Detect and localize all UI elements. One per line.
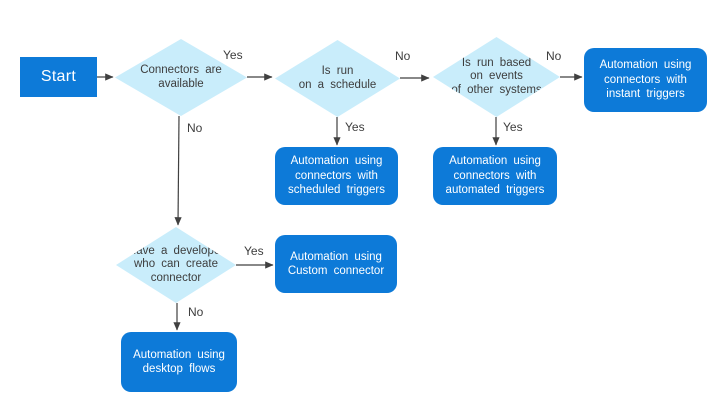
decision-label-line: on events <box>470 70 523 83</box>
result-label-line: Automation using <box>449 155 541 168</box>
edge-label-developer-yes: Yes <box>244 244 264 258</box>
decision-label-line: Have a developer <box>127 244 225 257</box>
decision-label-line: Is run <box>321 65 354 77</box>
edge-label-events-yes: Yes <box>503 120 523 134</box>
result-desktop-flows: Automation using desktop flows <box>121 332 237 392</box>
result-label-line: scheduled triggers <box>288 184 385 197</box>
decision-have-developer: Have a developer who can create connecto… <box>116 227 236 303</box>
decision-run-on-events: Is run based on events of other systems <box>433 37 560 117</box>
result-label-line: automated triggers <box>445 184 545 197</box>
result-label-line: Automation using <box>290 155 383 168</box>
edge-label-schedule-yes: Yes <box>345 120 365 134</box>
result-label-line: connectors with <box>604 73 687 86</box>
result-instant-triggers: Automation using connectors with instant… <box>584 48 707 112</box>
edge-label-developer-no: No <box>188 305 204 319</box>
decision-label-line: connector <box>150 271 202 284</box>
result-scheduled-triggers: Automation using connectors with schedul… <box>275 147 398 205</box>
edge-label-events-no: No <box>546 49 562 63</box>
edge-label-connectors-yes: Yes <box>223 48 243 62</box>
decision-label-line: who can create <box>134 258 218 271</box>
result-automated-triggers: Automation using connectors with automat… <box>433 147 557 205</box>
decision-label-line: on a schedule <box>298 78 377 91</box>
result-label-line: Automation using <box>599 59 692 72</box>
result-label-line: Custom connector <box>287 265 385 277</box>
result-label-line: Automation using <box>133 348 225 361</box>
result-label-line: Automation using <box>290 250 382 263</box>
decision-run-on-schedule: Is run on a schedule <box>275 40 400 117</box>
result-label-line: instant triggers <box>606 88 685 101</box>
result-custom-connector: Automation using Custom connector <box>275 235 397 293</box>
result-label-line: desktop flows <box>142 363 216 375</box>
decision-label-line: available <box>158 77 204 90</box>
result-label-line: connectors with <box>453 169 537 182</box>
start-node: Start <box>20 57 97 97</box>
decision-label-line: Is run based <box>461 56 532 69</box>
edge-label-schedule-no: No <box>395 49 411 63</box>
decision-label-line: of other systems <box>451 83 542 96</box>
edge-connectors-no-to-developer <box>174 115 182 226</box>
result-label-line: connectors with <box>295 169 378 182</box>
edge-label-connectors-no: No <box>187 121 203 135</box>
decision-label-line: Connectors are <box>140 64 222 76</box>
